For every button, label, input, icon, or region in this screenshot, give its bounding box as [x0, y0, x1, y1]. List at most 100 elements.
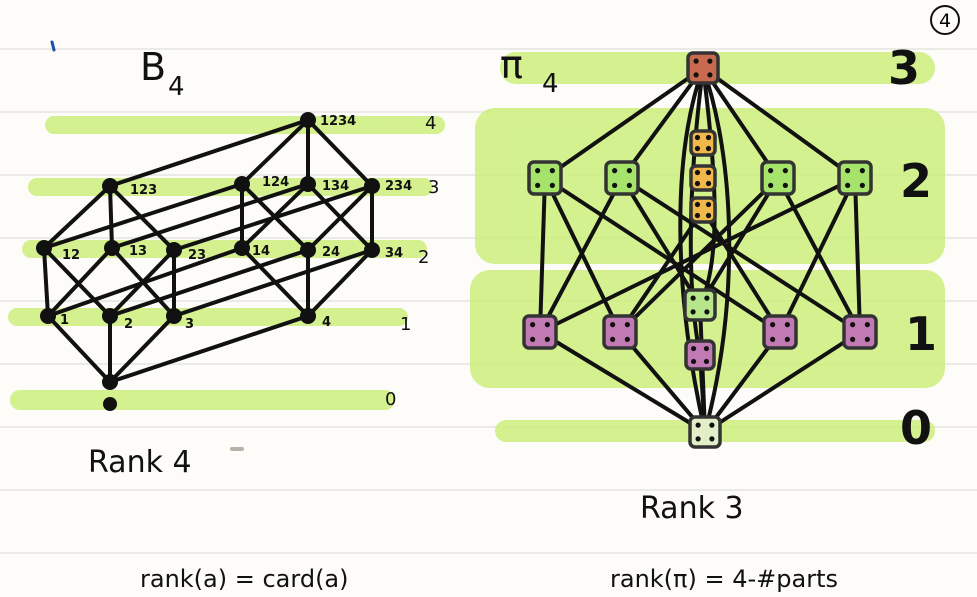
partition-edge-top-r2f	[701, 66, 780, 180]
partition-lattice-diagram: π 4 3 2 1 0 Rank 3 rank(π) = 4-#parts	[500, 41, 937, 593]
page-number-badge: 4	[930, 5, 960, 35]
partition-node-r1c	[683, 288, 717, 322]
lattice-node-24	[300, 242, 316, 258]
boolean-lattice-nodes	[36, 112, 380, 411]
partition-node-r2c	[689, 129, 717, 157]
partition-edge-r1f-bot	[703, 330, 862, 434]
node-label-23: 23	[188, 248, 206, 263]
partition-center-curve-0	[678, 66, 707, 434]
lattice-node-23	[166, 242, 182, 258]
boolean-lattice-title-subscript: 4	[168, 72, 185, 102]
node-label-24: 24	[322, 245, 340, 260]
partition-node-r2f	[760, 160, 796, 196]
node-label-3: 3	[185, 317, 194, 332]
lattice-edge-23-234	[172, 184, 374, 252]
partition-edge-top-r2a	[543, 66, 705, 180]
lattice-node-234	[364, 178, 380, 194]
lattice-node-1	[40, 308, 56, 324]
partition-edge-top-r2b	[620, 66, 705, 180]
lattice-edge-24-124	[240, 182, 310, 252]
partition-node-bot	[688, 415, 722, 449]
lattice-edge-23-123	[108, 184, 176, 252]
lattice-node-134	[300, 176, 316, 192]
node-label-2: 2	[124, 317, 133, 332]
node-label-1234: 1234	[320, 114, 356, 129]
lattice-bottom-dot	[103, 397, 117, 411]
partition-edge-top-r2g	[701, 66, 857, 180]
highlighter-strokes	[8, 52, 945, 442]
lattice-edge-3-34	[172, 248, 374, 318]
partition-center-curve-2	[688, 66, 705, 357]
lattice-edge-3-13	[110, 246, 176, 318]
boolean-lattice-caption: Rank 4	[88, 445, 192, 480]
node-label-234: 234	[385, 179, 412, 194]
lattice-edge-124-1234	[240, 118, 310, 186]
boolean-rank-label-1: 1	[400, 314, 411, 335]
partition-lattice-nodes	[522, 51, 878, 449]
lattice-edge-12-124	[42, 182, 244, 250]
lattice-edge-2-12	[42, 246, 112, 318]
lattice-edge-e-3	[108, 314, 176, 384]
lattice-node-34	[364, 242, 380, 258]
partition-edge-r1a-bot	[538, 330, 707, 434]
node-label-12: 12	[62, 248, 80, 263]
lattice-edge-13-134	[110, 182, 310, 250]
partition-rank-label-0: 0	[900, 401, 932, 455]
partition-rank-label-2: 2	[900, 154, 932, 208]
partition-edge-r2b-r1f	[620, 176, 862, 334]
node-label-34: 34	[385, 246, 403, 261]
node-label-1: 1	[60, 313, 69, 328]
partition-node-r2a	[527, 160, 563, 196]
lattice-edge-13-123	[108, 184, 114, 250]
partition-edge-r2f-r1c	[698, 176, 780, 307]
partition-edge-r2b-r1c	[620, 176, 702, 307]
node-label-13: 13	[129, 244, 147, 259]
lattice-edge-123-1234	[108, 118, 310, 188]
boolean-lattice-diagram: B 4 1234 123 124 134 234 12 13 23 14 24 …	[36, 45, 439, 593]
node-label-124: 124	[262, 175, 289, 190]
partition-node-r1f	[842, 314, 878, 350]
node-label-14: 14	[252, 244, 270, 259]
lattice-node-3	[166, 308, 182, 324]
boolean-rank-formula: rank(a) = card(a)	[140, 565, 349, 593]
lattice-node-1234	[300, 112, 316, 128]
partition-lattice-title-subscript: 4	[542, 69, 559, 99]
partition-lattice-title: π	[500, 43, 523, 87]
partition-rank-formula: rank(π) = 4-#parts	[610, 565, 838, 593]
lattice-edge-234-1234	[306, 118, 374, 188]
partition-node-r1b	[602, 314, 638, 350]
lattice-edge-4-14	[240, 246, 310, 318]
partition-node-r2d	[689, 164, 717, 192]
partition-edge-r2a-r1a	[538, 176, 547, 334]
node-label-4: 4	[322, 315, 331, 330]
partition-node-top	[686, 51, 720, 85]
partition-lattice-caption: Rank 3	[640, 491, 744, 526]
lattice-edge-2-24	[108, 248, 310, 318]
boolean-rank-label-3: 3	[428, 177, 439, 198]
partition-rank-label-1: 1	[905, 307, 937, 361]
node-label-123: 123	[130, 183, 157, 198]
node-label-134: 134	[322, 179, 349, 194]
lattice-edge-12-123	[42, 184, 112, 250]
partition-edge-r2g-r1a	[538, 176, 857, 334]
lattice-edge-4-34	[306, 248, 374, 318]
lattice-edge-e-1	[46, 314, 112, 384]
partition-edge-r2g-r1e	[778, 176, 857, 334]
lattice-node-124	[234, 176, 250, 192]
partition-node-r2b	[604, 160, 640, 196]
lattice-edge-e-4	[108, 314, 310, 384]
ink-dot-mark	[50, 40, 56, 52]
partition-edge-r2g-r1f	[853, 176, 862, 334]
lattice-edge-1-12	[42, 246, 50, 318]
partition-node-r1a	[522, 314, 558, 350]
page-number: 4	[939, 10, 951, 32]
boolean-lattice-title: B	[140, 45, 166, 89]
boolean-rank-label-0: 0	[385, 389, 396, 410]
lattice-node-empty	[102, 374, 118, 390]
partition-node-r2e	[689, 196, 717, 224]
partition-rank-label-3: 3	[888, 41, 920, 95]
partition-center-curve-1	[701, 66, 732, 434]
partition-node-r1d	[684, 339, 716, 371]
boolean-rank-label-4: 4	[425, 113, 436, 134]
